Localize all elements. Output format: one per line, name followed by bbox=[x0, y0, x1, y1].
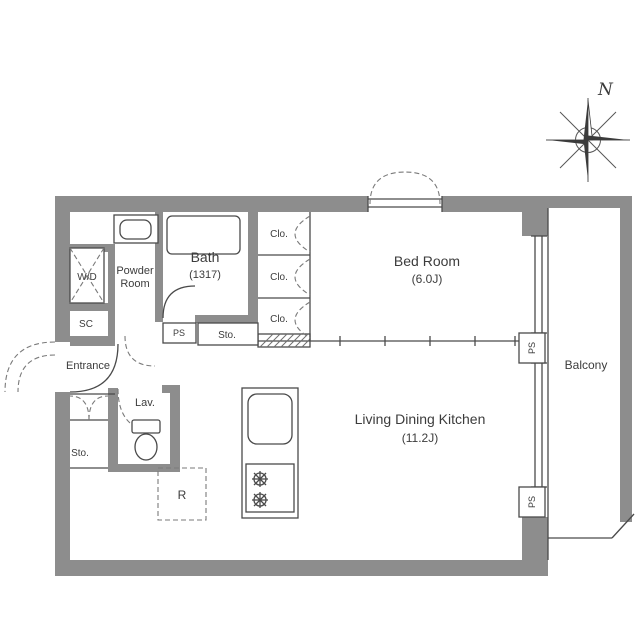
ps-center-box bbox=[162, 322, 197, 344]
powder-room-label: Powder bbox=[116, 265, 154, 277]
right-wall-top-stub bbox=[522, 212, 548, 236]
ldk-label: Living Dining Kitchen bbox=[355, 411, 486, 427]
entrance-top-wall bbox=[70, 336, 115, 346]
burner-icon bbox=[252, 492, 268, 508]
bath-label: Bath bbox=[191, 249, 220, 265]
service-boxes bbox=[162, 322, 546, 518]
hatch bbox=[301, 338, 311, 348]
shoe-closet-label: SC bbox=[79, 319, 93, 330]
storage-center-label: Sto. bbox=[218, 330, 236, 341]
walls bbox=[55, 196, 632, 576]
bath-left-wall bbox=[155, 212, 163, 322]
lav-bottom-wall bbox=[108, 464, 180, 472]
right-wall-bottom-stub bbox=[522, 517, 548, 560]
top-wall-left bbox=[55, 196, 368, 212]
toilet-bowl-icon bbox=[134, 433, 158, 461]
ps-right-bottom-label: PS bbox=[527, 496, 537, 508]
ps-right-top-label: PS bbox=[527, 342, 537, 354]
ps-right-bottom-box bbox=[518, 486, 546, 518]
bath-size-label: (1317) bbox=[189, 269, 221, 281]
lav-top-stub bbox=[162, 385, 180, 393]
fridge-space-box bbox=[157, 467, 207, 521]
partition bbox=[257, 333, 536, 348]
compass-needle-north bbox=[583, 100, 588, 140]
wd-bottom-wall bbox=[70, 303, 112, 311]
closet1-label: Clo. bbox=[270, 229, 288, 240]
hatch bbox=[273, 333, 288, 348]
top-wall-right bbox=[442, 196, 548, 212]
lav-label: Lav. bbox=[135, 397, 155, 409]
closet-door-swing bbox=[294, 301, 311, 339]
toilet-tank-icon bbox=[131, 419, 161, 434]
ldk-size-label: (11.2J) bbox=[402, 431, 438, 445]
ps-center-label: PS bbox=[173, 328, 185, 338]
hatch bbox=[294, 333, 309, 348]
lav-right-wall bbox=[170, 388, 180, 472]
vanity-sink-icon bbox=[119, 219, 152, 240]
bottom-wall bbox=[55, 560, 548, 576]
balcony-corner-diagonal bbox=[611, 513, 635, 539]
closet-door-swing bbox=[294, 215, 311, 253]
entrance-label: Entrance bbox=[66, 360, 110, 372]
compass-needle-south bbox=[583, 140, 588, 180]
balcony-label: Balcony bbox=[565, 358, 608, 372]
closet3-label: Clo. bbox=[270, 314, 288, 325]
lav-left-wall bbox=[108, 388, 118, 472]
burner-icon bbox=[252, 471, 268, 487]
entrance-door-swing-outer bbox=[17, 354, 56, 393]
bathtub-icon bbox=[166, 215, 241, 255]
labels: Bath (1317) Powder Room W/D SC Entrance … bbox=[66, 229, 607, 508]
closet-door-swing bbox=[294, 258, 311, 296]
compass-needle-north bbox=[587, 99, 593, 141]
entrance-door-swing-inner bbox=[69, 343, 119, 393]
washer-dryer-label: W/D bbox=[77, 272, 96, 283]
lav-door-swing bbox=[117, 388, 163, 434]
bedroom-label: Bed Room bbox=[394, 253, 460, 269]
compass-needle-east bbox=[588, 135, 628, 140]
washer-dryer-cross bbox=[69, 247, 105, 304]
balcony-top-wall bbox=[548, 196, 632, 208]
compass-north-label: N bbox=[597, 80, 614, 100]
doors bbox=[4, 285, 196, 469]
top-window-swing bbox=[369, 171, 406, 205]
compass-rose: N bbox=[546, 80, 630, 182]
ps-right-top-box bbox=[518, 332, 546, 364]
closets bbox=[258, 212, 311, 341]
fridge-label: R bbox=[178, 488, 187, 502]
left-wall-lower bbox=[55, 392, 70, 576]
hatch bbox=[259, 333, 274, 348]
bath-door-swing bbox=[162, 285, 196, 319]
storage-left-label: Sto. bbox=[71, 448, 89, 459]
storage-center-box bbox=[197, 322, 259, 346]
bedroom-size-label: (6.0J) bbox=[412, 272, 443, 286]
entrance-door-swing-outer bbox=[4, 341, 56, 393]
hatch bbox=[280, 333, 295, 348]
storage-door-swing bbox=[88, 395, 109, 421]
compass-needle-west bbox=[548, 140, 588, 145]
stove-icon bbox=[245, 463, 295, 513]
powder-door-swing bbox=[124, 335, 156, 367]
powder-left-wall bbox=[108, 244, 115, 346]
hatch bbox=[266, 333, 281, 348]
bath-bottom-wall bbox=[195, 315, 258, 323]
balcony-edge bbox=[548, 513, 635, 539]
fixtures bbox=[69, 214, 299, 521]
storage-door-swing bbox=[69, 395, 90, 421]
kitchen-sink-icon bbox=[247, 393, 293, 445]
bath-closet-wall bbox=[248, 212, 258, 345]
left-wall-upper bbox=[55, 196, 70, 342]
closet2-label: Clo. bbox=[270, 272, 288, 283]
hatch bbox=[287, 333, 302, 348]
powder-room-label: Room bbox=[120, 278, 149, 290]
top-window-swing bbox=[404, 171, 441, 205]
balcony-right-wall bbox=[620, 196, 632, 522]
